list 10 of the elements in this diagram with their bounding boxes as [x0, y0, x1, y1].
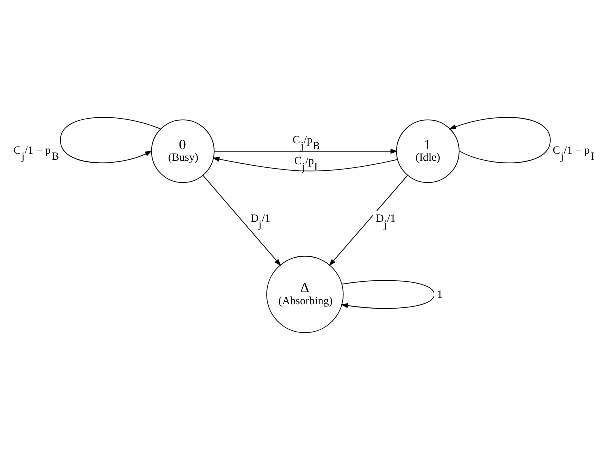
edge-label: 1	[437, 289, 443, 302]
node-circle: Δ (Absorbing)	[266, 256, 344, 334]
node-circle: 0 (Busy)	[151, 120, 215, 184]
arrow	[341, 280, 435, 310]
arrow	[212, 157, 398, 172]
node-circle: 1 (Idle)	[396, 120, 460, 184]
arrow	[449, 117, 551, 164]
arrow	[329, 175, 408, 266]
arrow	[214, 148, 398, 154]
arrow	[202, 175, 282, 266]
